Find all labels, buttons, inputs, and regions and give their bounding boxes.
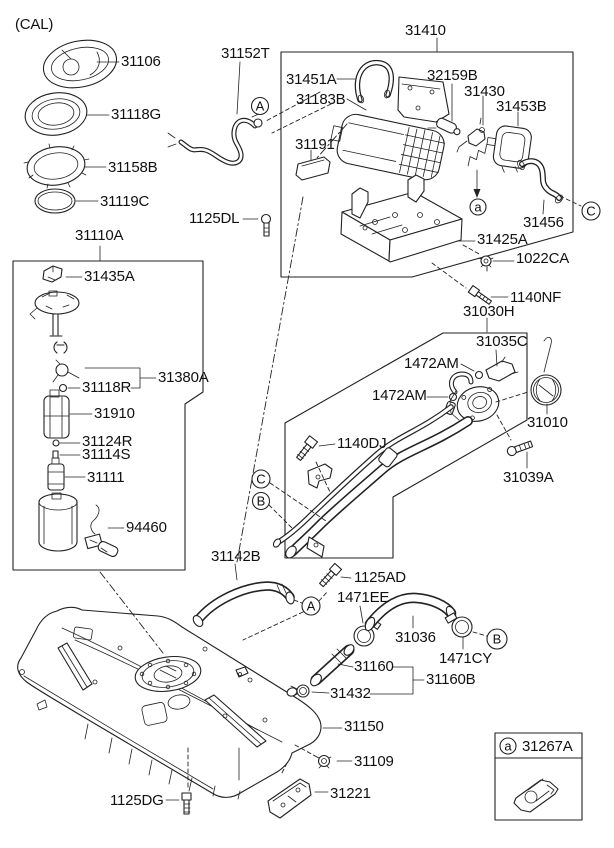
leader-lines xyxy=(59,37,548,801)
canister-assembly-31410 xyxy=(295,59,564,305)
bolt-1125AD xyxy=(319,562,343,588)
filler-pipe-extension-31160 xyxy=(310,644,355,687)
legend-box-31267A xyxy=(494,732,583,821)
part-label-1125DL: 1125DL xyxy=(189,210,240,227)
bolt-1125DL xyxy=(260,213,272,237)
part-label-31910: 31910 xyxy=(94,405,135,422)
vapor-tube-31152T xyxy=(167,112,263,166)
part-label-31456: 31456 xyxy=(523,214,564,231)
callout-B-left: B xyxy=(257,494,266,509)
callout-B-right: B xyxy=(493,632,502,647)
callout-circles: A A B B C C a a xyxy=(250,96,601,755)
group-box-31110A xyxy=(12,260,204,571)
part-label-1471CY: 1471CY xyxy=(439,650,493,667)
part-label-31110A: 31110A xyxy=(75,227,124,244)
part-label-31106: 31106 xyxy=(121,53,161,70)
o-ring-31119C xyxy=(34,188,76,214)
part-label-31152T: 31152T xyxy=(221,45,270,62)
screw-31039A xyxy=(506,440,534,457)
part-label-32159B: 32159B xyxy=(427,67,478,84)
part-label-31380A: 31380A xyxy=(158,369,209,386)
part-label-94460: 94460 xyxy=(126,519,167,536)
clamp-1471CY xyxy=(444,612,473,638)
part-label-31435A: 31435A xyxy=(84,268,135,285)
fuel-cap-31010 xyxy=(530,336,562,406)
part-label-31432: 31432 xyxy=(330,685,371,702)
part-label-31150: 31150 xyxy=(344,718,384,735)
group-box-31030H xyxy=(284,332,528,559)
construction-lines xyxy=(99,91,582,791)
nut-31109 xyxy=(316,754,332,769)
part-label-31111: 31111 xyxy=(87,469,125,486)
part-label-1022CA: 1022CA xyxy=(516,250,570,267)
part-label-31142B: 31142B xyxy=(211,548,261,565)
part-label-1140NF: 1140NF xyxy=(510,289,562,306)
part-label-1472AM-upper: 1472AM xyxy=(404,355,459,372)
part-label-1125AD: 1125AD xyxy=(354,569,406,586)
part-label-1472AM-lower: 1472AM xyxy=(372,387,427,404)
part-label-31109: 31109 xyxy=(354,753,394,770)
part-label-31183B: 31183B xyxy=(296,91,346,108)
callout-A-bottom: A xyxy=(307,599,316,614)
part-label-31425A: 31425A xyxy=(477,231,528,248)
packing-ring-31118G xyxy=(24,92,88,136)
part-label-31030H: 31030H xyxy=(463,303,515,320)
part-label-1471EE: 1471EE xyxy=(337,589,390,606)
part-label-31010: 31010 xyxy=(527,414,568,431)
breather-hose-31142B xyxy=(192,581,295,627)
part-label-31035C: 31035C xyxy=(476,333,528,350)
part-label-31160: 31160 xyxy=(354,658,394,675)
part-label-31453B: 31453B xyxy=(496,98,547,115)
part-label-31039A: 31039A xyxy=(503,469,554,486)
part-label-31410: 31410 xyxy=(405,22,446,39)
callout-a-canister: a xyxy=(474,200,482,215)
part-label-31160B: 31160B xyxy=(426,671,476,688)
fuel-pump-plate-cover-31106 xyxy=(42,39,118,89)
part-label-31036: 31036 xyxy=(395,629,436,646)
part-label-1125DG: 1125DG xyxy=(110,792,164,809)
part-label-31114S: 31114S xyxy=(82,446,131,463)
fuel-tank-31150 xyxy=(17,606,322,800)
part-label-1140DJ: 1140DJ xyxy=(337,435,387,452)
filler-hose-31036 xyxy=(364,592,457,632)
protector-31221 xyxy=(267,778,312,819)
lock-ring-31158B xyxy=(23,143,90,189)
region-note-cal: (CAL) xyxy=(15,16,54,33)
part-label-31221: 31221 xyxy=(330,785,371,802)
part-label-31118R: 31118R xyxy=(82,379,132,396)
legend-callout-a: a xyxy=(504,739,512,754)
callout-C-left: C xyxy=(256,472,265,487)
part-label-31118G: 31118G xyxy=(111,106,161,123)
filler-neck-assembly-31030H xyxy=(272,356,519,559)
part-label-31124R: 31124R xyxy=(82,433,133,450)
group-box-31410 xyxy=(280,51,574,278)
part-label-31158B: 31158B xyxy=(108,159,158,176)
part-label-31430: 31430 xyxy=(464,83,505,100)
callout-A-top: A xyxy=(256,99,265,114)
bolt-1125DG xyxy=(181,792,192,815)
part-label-31451A: 31451A xyxy=(286,71,337,88)
part-label-31119C: 31119C xyxy=(100,193,150,210)
callout-C-right: C xyxy=(586,204,595,219)
fuel-pump-sender-parts xyxy=(29,265,119,557)
legend-part-label-31267A: 31267A xyxy=(522,738,573,755)
part-label-31191: 31191 xyxy=(295,136,335,153)
